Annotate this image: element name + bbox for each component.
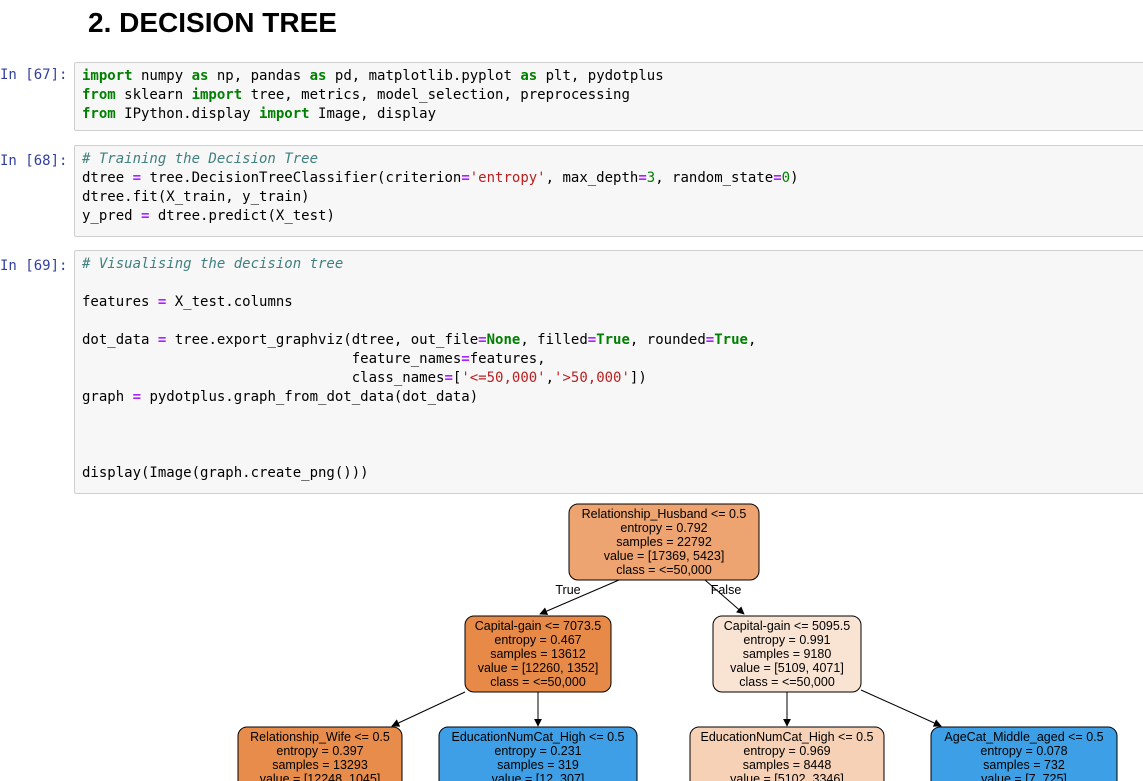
code-input-68[interactable]: # Training the Decision Tree dtree = tre… (82, 151, 799, 224)
tree-node-line: AgeCat_Middle_aged <= 0.5 (944, 730, 1103, 744)
tree-node-line: EducationNumCat_High <= 0.5 (451, 730, 624, 744)
tree-node-line: entropy = 0.467 (494, 633, 581, 647)
tree-node-line: entropy = 0.397 (276, 744, 363, 758)
tree-node-line: samples = 13293 (272, 758, 368, 772)
tree-node-line: entropy = 0.792 (620, 521, 707, 535)
tree-node-line: Capital-gain <= 5095.5 (724, 619, 851, 633)
tree-node-line: value = [12, 307] (492, 772, 585, 781)
tree-node-line: entropy = 0.991 (743, 633, 830, 647)
cell-prompt-69: In [69]: (0, 258, 68, 274)
tree-node-box (464, 615, 612, 693)
tree-node-line: value = [7, 725] (981, 772, 1067, 781)
tree-edge (539, 579, 620, 615)
tree-node-line: samples = 732 (983, 758, 1065, 772)
tree-node-line: samples = 13612 (490, 647, 586, 661)
tree-node-box (689, 726, 885, 781)
tree-node-line: samples = 22792 (616, 535, 712, 549)
tree-node-line: value = [17369, 5423] (604, 549, 725, 563)
tree-edge (391, 691, 466, 727)
tree-node-box (438, 726, 638, 781)
code-input-69[interactable]: # Visualising the decision tree features… (82, 256, 757, 481)
tree-node-line: class = <=50,000 (490, 675, 586, 689)
tree-node-line: class = <=50,000 (616, 563, 712, 577)
tree-node-line: samples = 319 (497, 758, 579, 772)
tree-node-line: class = <=50,000 (739, 675, 835, 689)
tree-node-line: Capital-gain <= 7073.5 (475, 619, 602, 633)
tree-node-line: entropy = 0.969 (743, 744, 830, 758)
cell-prompt-67: In [67]: (0, 67, 68, 83)
section-heading: 2. DECISION TREE (88, 7, 337, 38)
cell-prompt-68: In [68]: (0, 153, 68, 169)
tree-node-line: samples = 8448 (743, 758, 832, 772)
code-input-67[interactable]: import numpy as np, pandas as pd, matplo… (82, 68, 664, 122)
code-cell-68[interactable]: # Training the Decision Tree dtree = tre… (74, 145, 1143, 237)
tree-node-line: value = [12260, 1352] (478, 661, 599, 675)
tree-node-line: samples = 9180 (743, 647, 832, 661)
tree-node-line: entropy = 0.078 (980, 744, 1067, 758)
tree-edge (860, 689, 942, 727)
edge-label-false: False (711, 583, 742, 597)
tree-node-line: value = [5109, 4071] (730, 661, 844, 675)
tree-node-line: Relationship_Husband <= 0.5 (582, 507, 747, 521)
tree-node-box (930, 726, 1118, 781)
code-cell-67[interactable]: import numpy as np, pandas as pd, matplo… (74, 62, 1143, 131)
code-cell-69[interactable]: # Visualising the decision tree features… (74, 250, 1143, 494)
tree-node-line: value = [12248, 1045] (260, 772, 381, 781)
tree-node-line: Relationship_Wife <= 0.5 (250, 730, 390, 744)
tree-node-line: EducationNumCat_High <= 0.5 (700, 730, 873, 744)
tree-node-line: value = [5102, 3346] (730, 772, 844, 781)
tree-node-line: entropy = 0.231 (494, 744, 581, 758)
tree-edge (704, 579, 745, 615)
tree-node-box (237, 726, 403, 781)
tree-node-box (712, 615, 862, 693)
edge-label-true: True (555, 583, 580, 597)
tree-node-box (568, 503, 760, 581)
